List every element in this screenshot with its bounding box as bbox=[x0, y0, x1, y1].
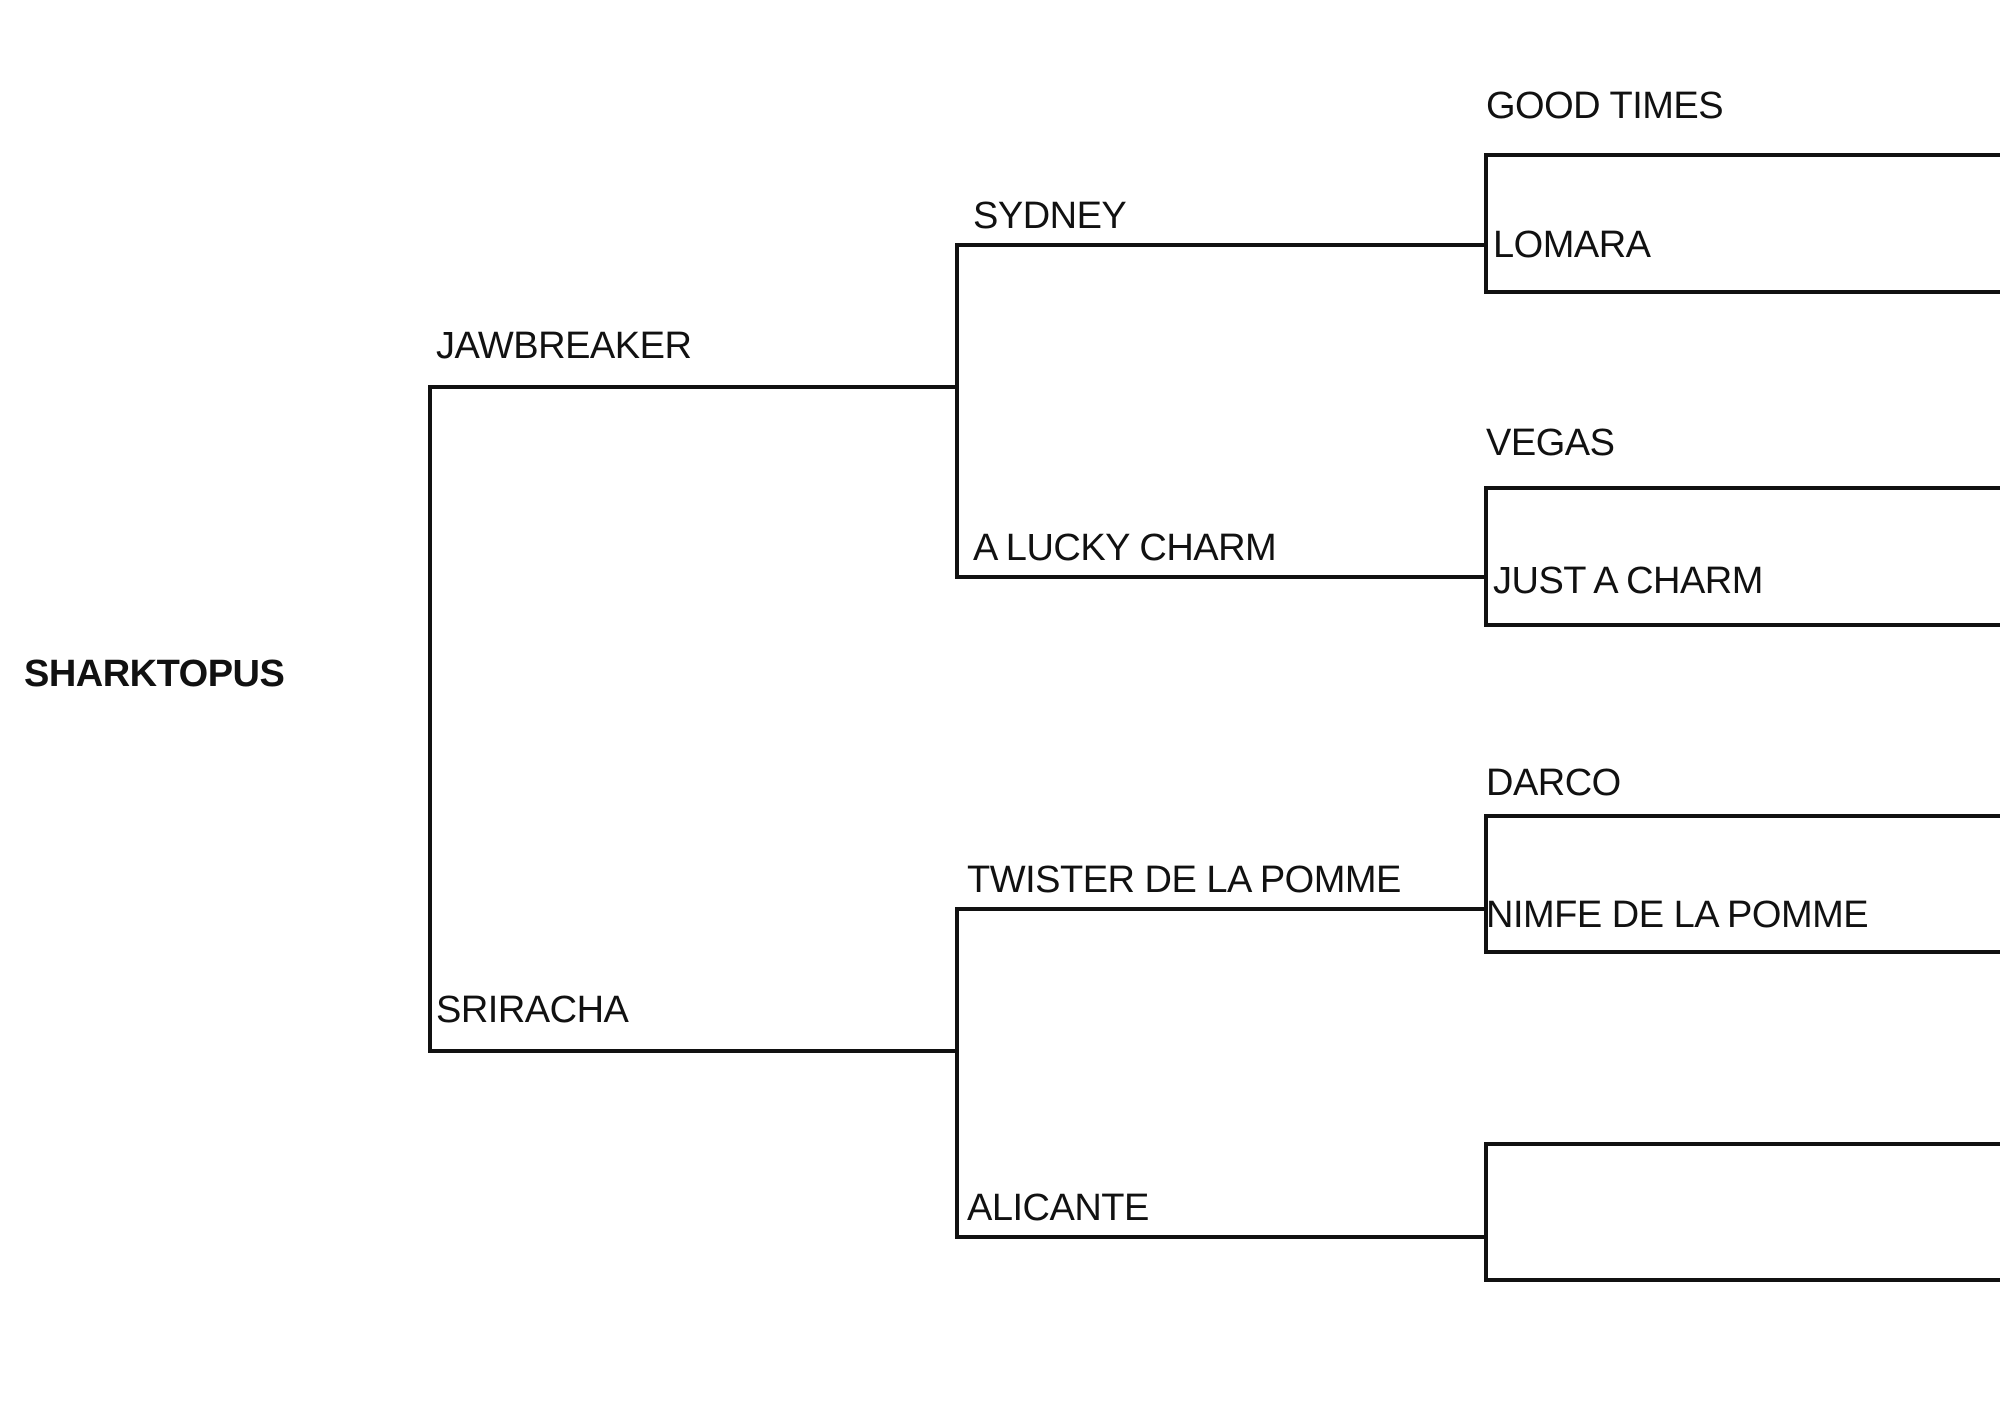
sire-dam-name: A LUCKY CHARM bbox=[973, 527, 1276, 569]
dam-dam-name: ALICANTE bbox=[967, 1187, 1149, 1229]
sire-name: JAWBREAKER bbox=[436, 325, 691, 367]
generation-2-bracket bbox=[428, 385, 959, 1053]
sire-dam-dam-name: JUST A CHARM bbox=[1493, 560, 1763, 602]
sire-sire-sire-name: GOOD TIMES bbox=[1486, 85, 1723, 127]
generation-4-bracket-3 bbox=[1484, 814, 2000, 954]
dam-sire-name: TWISTER DE LA POMME bbox=[967, 859, 1401, 901]
generation-3-dam-bracket bbox=[955, 907, 1488, 1239]
sire-dam-sire-name: VEGAS bbox=[1486, 422, 1614, 464]
dam-name: SRIRACHA bbox=[436, 989, 630, 1031]
generation-3-sire-bracket bbox=[955, 243, 1488, 579]
dam-sire-dam-name: NIMFE DE LA POMME bbox=[1486, 894, 1868, 936]
generation-4-bracket-2 bbox=[1484, 486, 2000, 627]
sire-sire-dam-name: LOMARA bbox=[1493, 224, 1652, 266]
sire-sire-name: SYDNEY bbox=[973, 195, 1126, 237]
dam-sire-sire-name: DARCO bbox=[1486, 762, 1621, 804]
generation-4-bracket-4 bbox=[1484, 1142, 2000, 1282]
generation-4-bracket-1 bbox=[1484, 153, 2000, 294]
subject-name: SHARKTOPUS bbox=[24, 653, 284, 695]
